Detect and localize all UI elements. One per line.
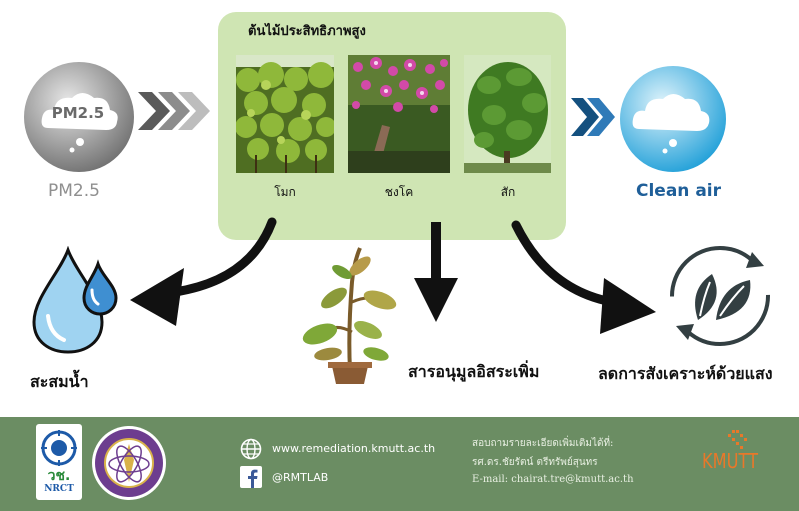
tree-photo-mok (236, 55, 334, 173)
tree-photo-chongkho (348, 55, 450, 173)
tree-photo-sak (464, 55, 551, 173)
globe-icon (240, 438, 262, 460)
website-link[interactable]: www.remediation.kmutt.ac.th (272, 442, 436, 455)
university-seal-icon (92, 426, 166, 500)
facebook-icon (240, 466, 262, 488)
nrct-logo: วช. NRCT (36, 424, 82, 500)
leaf-cycle-icon (670, 246, 770, 346)
nrct-logo-sub: NRCT (44, 484, 74, 494)
tree-label-chongkho: ชงโค (384, 185, 414, 199)
kmutt-logo: KMUTT (702, 430, 759, 473)
contact-name: รศ.ดร.ชัยรัตน์ ตรีทรัพย์สุนทร (472, 457, 598, 468)
nrct-logo-text: วช. (47, 468, 71, 484)
pm25-cloud-icon (24, 62, 134, 172)
pm25-label: PM2.5 (48, 181, 100, 201)
emblem-icon (41, 430, 77, 466)
outcome-water-label: สะสมน้ำ (30, 372, 89, 391)
chevron-right-icon (571, 98, 615, 136)
outcome-antioxidant-label: สารอนุมูลอิสระเพิ่ม (408, 362, 540, 381)
clean-air-cloud-icon (620, 66, 726, 172)
facebook-handle[interactable]: @RMTLAB (272, 471, 329, 484)
flow-arrows (130, 217, 656, 334)
clean-air-label: Clean air (636, 181, 722, 201)
chevron-right-icon (138, 92, 210, 130)
kmutt-logo-text: KMUTT (702, 449, 759, 473)
contact-email[interactable]: E-mail: chairat.tre@kmutt.ac.th (472, 474, 634, 485)
tree-label-mok: โมก (274, 185, 296, 199)
tree-label-sak: สัก (500, 185, 516, 199)
contact-heading: สอบถามรายละเอียดเพิ่มเติมได้ที่: (472, 438, 614, 449)
panel-title: ต้นไม้ประสิทธิภาพสูง (248, 24, 366, 39)
pm25-cloud-text: PM2.5 (51, 104, 105, 122)
water-drop-icon (32, 246, 118, 354)
sapling-icon (302, 247, 397, 384)
outcome-photosynthesis-label: ลดการสังเคราะห์ด้วยแสง (598, 364, 773, 383)
